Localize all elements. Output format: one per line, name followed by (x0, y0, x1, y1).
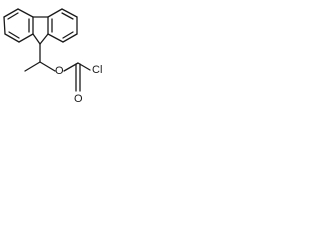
fluorene-left-ring (3, 8, 34, 43)
fluorene-five-ring (32, 16, 49, 45)
carbonyl-oxygen-label: O (74, 93, 83, 105)
ester-oxygen-label: O (55, 65, 64, 77)
chemical-structure-diagram: O Cl O (3, 8, 102, 105)
side-chain (24, 43, 91, 92)
fluorene-right-ring (47, 8, 78, 43)
chlorine-label: Cl (92, 64, 102, 76)
